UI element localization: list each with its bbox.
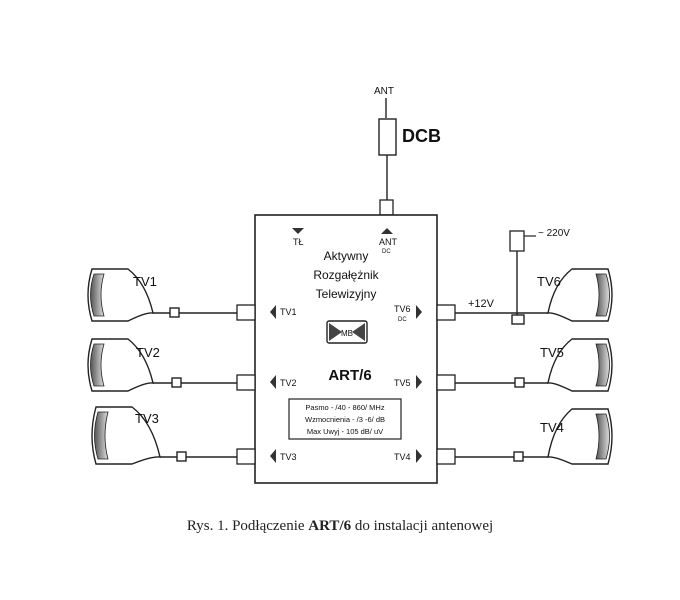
tv4-label: TV4	[540, 420, 564, 435]
tv2-set: TV2	[87, 338, 160, 392]
tv3-arrow-icon	[270, 449, 276, 463]
dcb-label: DCB	[402, 126, 441, 146]
tv1-arrow-icon	[270, 305, 276, 319]
spec-gain: Wzmocnienia - /3 -6/ dB	[305, 415, 385, 424]
splitter-box: TŁ ANT DC Aktywny Rozgałężnik Telewizyjn…	[254, 214, 438, 484]
port-tv3-label: TV3	[280, 452, 297, 462]
port-tv1-label: TV1	[280, 307, 297, 317]
model-label: ART/6	[328, 367, 371, 384]
tv-cables	[153, 307, 548, 462]
power-adapter	[509, 230, 525, 252]
spec-band: Pasmo - /40 - 860/ MHz	[305, 403, 384, 412]
antenna-feed: ANT DCB	[374, 86, 441, 216]
port-tv4-label: TV4	[394, 452, 411, 462]
mb-logo-icon: MB	[326, 320, 368, 344]
tv1-label: TV1	[133, 274, 157, 289]
tv3-label: TV3	[135, 411, 159, 426]
tv2-arrow-icon	[270, 375, 276, 389]
spec-max-output: Max Uwyj - 105 dB/ uV	[307, 427, 383, 436]
tv4-set: TV4	[540, 408, 613, 465]
caption-model: ART/6	[308, 518, 352, 534]
title-line-2: Rozgałężnik	[313, 268, 379, 282]
tv1-set: TV1	[87, 268, 157, 322]
tv5-label: TV5	[540, 345, 564, 360]
port-tl-label: TŁ	[293, 237, 304, 247]
antenna-label: ANT	[374, 86, 394, 97]
tv6-label: TV6	[537, 274, 561, 289]
figure-caption: Rys. 1. Podłączenie ART/6 do instalacji …	[0, 518, 680, 535]
port-ant-dc-label: DC	[382, 249, 391, 255]
tl-arrow-icon	[292, 228, 304, 234]
port-tv2-label: TV2	[280, 378, 297, 388]
dc-voltage-label: +12V	[468, 298, 495, 310]
tv5-set: TV5	[540, 338, 613, 392]
tv2-label: TV2	[136, 345, 160, 360]
tv6-set: TV6	[537, 268, 613, 322]
power-supply: ~ 220V +12V	[468, 228, 570, 315]
mains-label: ~ 220V	[538, 228, 570, 239]
tv4-arrow-icon	[416, 449, 422, 463]
caption-prefix: Rys. 1. Podłączenie	[186, 518, 309, 534]
tv5-arrow-icon	[416, 375, 422, 389]
port-ant-label: ANT	[379, 237, 398, 247]
tv3-set: TV3	[91, 406, 161, 465]
port-tv6-dc-label: DC	[398, 317, 407, 323]
caption-suffix: do instalacji antenowej	[351, 518, 494, 534]
dcb-amplifier	[378, 118, 397, 156]
logo-text: MB	[341, 329, 353, 338]
spec-box: Pasmo - /40 - 860/ MHz Wzmocnienia - /3 …	[288, 398, 402, 440]
title-line-1: Aktywny	[324, 249, 369, 263]
ant-connector	[379, 199, 394, 216]
port-tv6-label: TV6	[394, 304, 411, 314]
tv6-arrow-icon	[416, 305, 422, 319]
ant-arrow-icon	[381, 228, 393, 234]
port-tv5-label: TV5	[394, 378, 411, 388]
title-line-3: Telewizyjny	[316, 287, 377, 301]
